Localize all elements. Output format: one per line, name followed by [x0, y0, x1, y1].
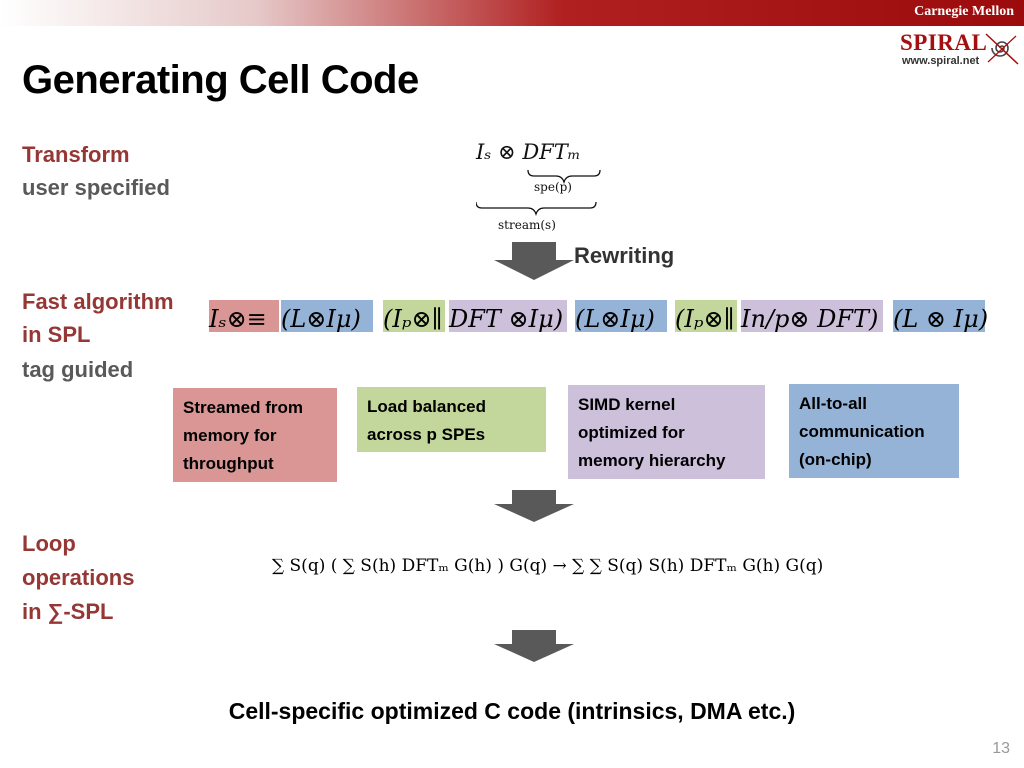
spl-seg-8: (L ⊗ Iμ) — [893, 300, 988, 333]
label-operations: operations — [22, 565, 135, 590]
arrow-down-3 — [494, 630, 574, 662]
page-number: 13 — [992, 740, 1010, 757]
spiral-logo: SPIRAL www.spiral.net — [896, 28, 1020, 70]
rewriting-label: Rewriting — [574, 243, 675, 268]
final-output-text: Cell-specific optimized C code (intrinsi… — [228, 698, 796, 724]
box-streamed: Streamed from memory for throughput — [173, 388, 337, 482]
transform-formula: Iₛ ⊗ DFTₘ spe(p) stream(s) — [476, 140, 606, 240]
spl-formula-row: Iₛ⊗≡ (L⊗Iμ) (Iₚ⊗∥ DFT ⊗Iμ) (L⊗Iμ) (Iₚ⊗∥ … — [209, 297, 989, 335]
arrow-down-1 — [494, 242, 574, 280]
slide-title: Generating Cell Code — [22, 58, 419, 102]
spl-seg-5: (L⊗Iμ) — [575, 300, 667, 333]
spl-seg-4: DFT ⊗Iμ) — [449, 300, 567, 333]
label-in-sigma-spl: in ∑-SPL — [22, 599, 114, 624]
box-load-balanced: Load balanced across p SPEs — [357, 387, 546, 452]
label-user-specified: user specified — [22, 175, 170, 200]
label-tag-guided: tag guided — [22, 357, 134, 382]
spl-seg-7: In/p⊗ DFT) — [741, 300, 883, 333]
spl-seg-2: (L⊗Iμ) — [281, 300, 373, 333]
transform-main: Iₛ ⊗ DFTₘ — [476, 140, 581, 164]
brace-outer-label: stream(s) — [498, 218, 556, 232]
spl-seg-6: (Iₚ⊗∥ — [675, 300, 737, 333]
box-simd-kernel: SIMD kernel optimized for memory hierarc… — [568, 385, 765, 479]
spl-seg-1: Iₛ⊗≡ — [209, 300, 279, 333]
spl-seg-3: (Iₚ⊗∥ — [383, 300, 445, 333]
sigma-formula-text: ∑ S(q) ( ∑ S(h) DFTₘ G(h) ) G(q) → ∑ ∑ S… — [272, 556, 824, 576]
label-loop: Loop — [22, 531, 76, 556]
label-in-spl: in SPL — [22, 322, 91, 347]
sigma-spl-formula: ∑ S(q) ( ∑ S(h) DFTₘ G(h) ) G(q) → ∑ ∑ S… — [272, 540, 832, 600]
top-banner: Carnegie Mellon — [0, 0, 1024, 26]
box-all-to-all: All-to-all communication (on-chip) — [789, 384, 959, 478]
org-name: Carnegie Mellon — [914, 4, 1014, 19]
logo-text: SPIRAL — [900, 30, 988, 55]
label-fast-algorithm: Fast algorithm — [22, 289, 174, 314]
underbraces — [476, 169, 601, 217]
arrow-down-2 — [494, 490, 574, 522]
spiral-icon — [985, 33, 1019, 65]
logo-url: www.spiral.net — [902, 55, 980, 67]
label-transform: Transform — [22, 142, 130, 167]
brace-inner-label: spe(p) — [534, 180, 572, 194]
